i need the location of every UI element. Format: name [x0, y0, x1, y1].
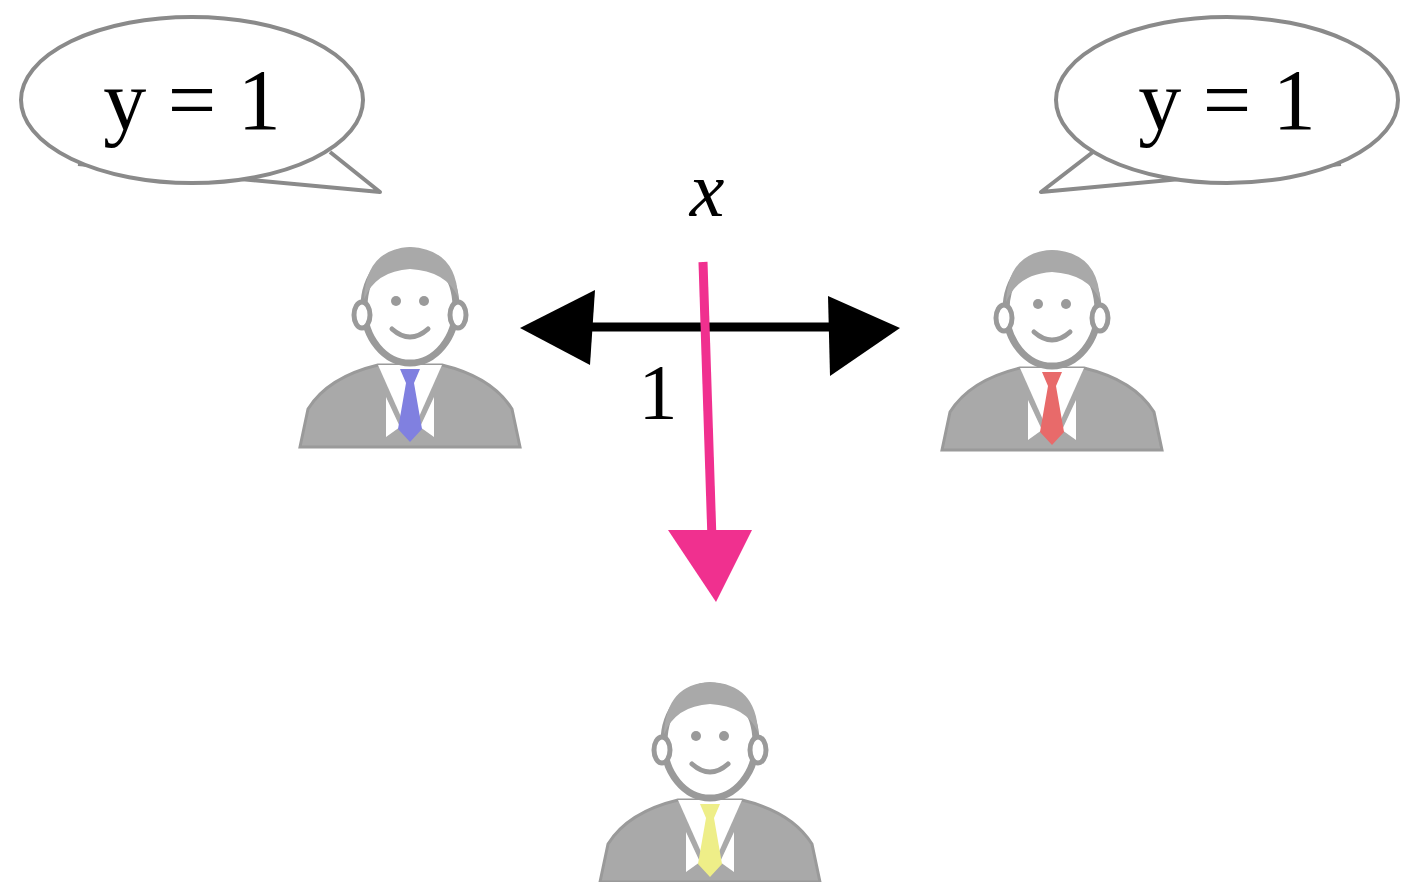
bubble-text: y = 1	[103, 57, 281, 143]
person-bottom	[600, 682, 820, 882]
bubble-text: y = 1	[1138, 57, 1316, 143]
weight-label: 1	[635, 351, 682, 433]
pink-arrow	[668, 262, 752, 602]
speech-bubble: y = 1	[18, 14, 366, 186]
variable-label: x	[686, 149, 729, 231]
person-right	[942, 250, 1162, 450]
speech-bubble: y = 1	[1053, 14, 1401, 186]
person-left	[300, 247, 520, 447]
